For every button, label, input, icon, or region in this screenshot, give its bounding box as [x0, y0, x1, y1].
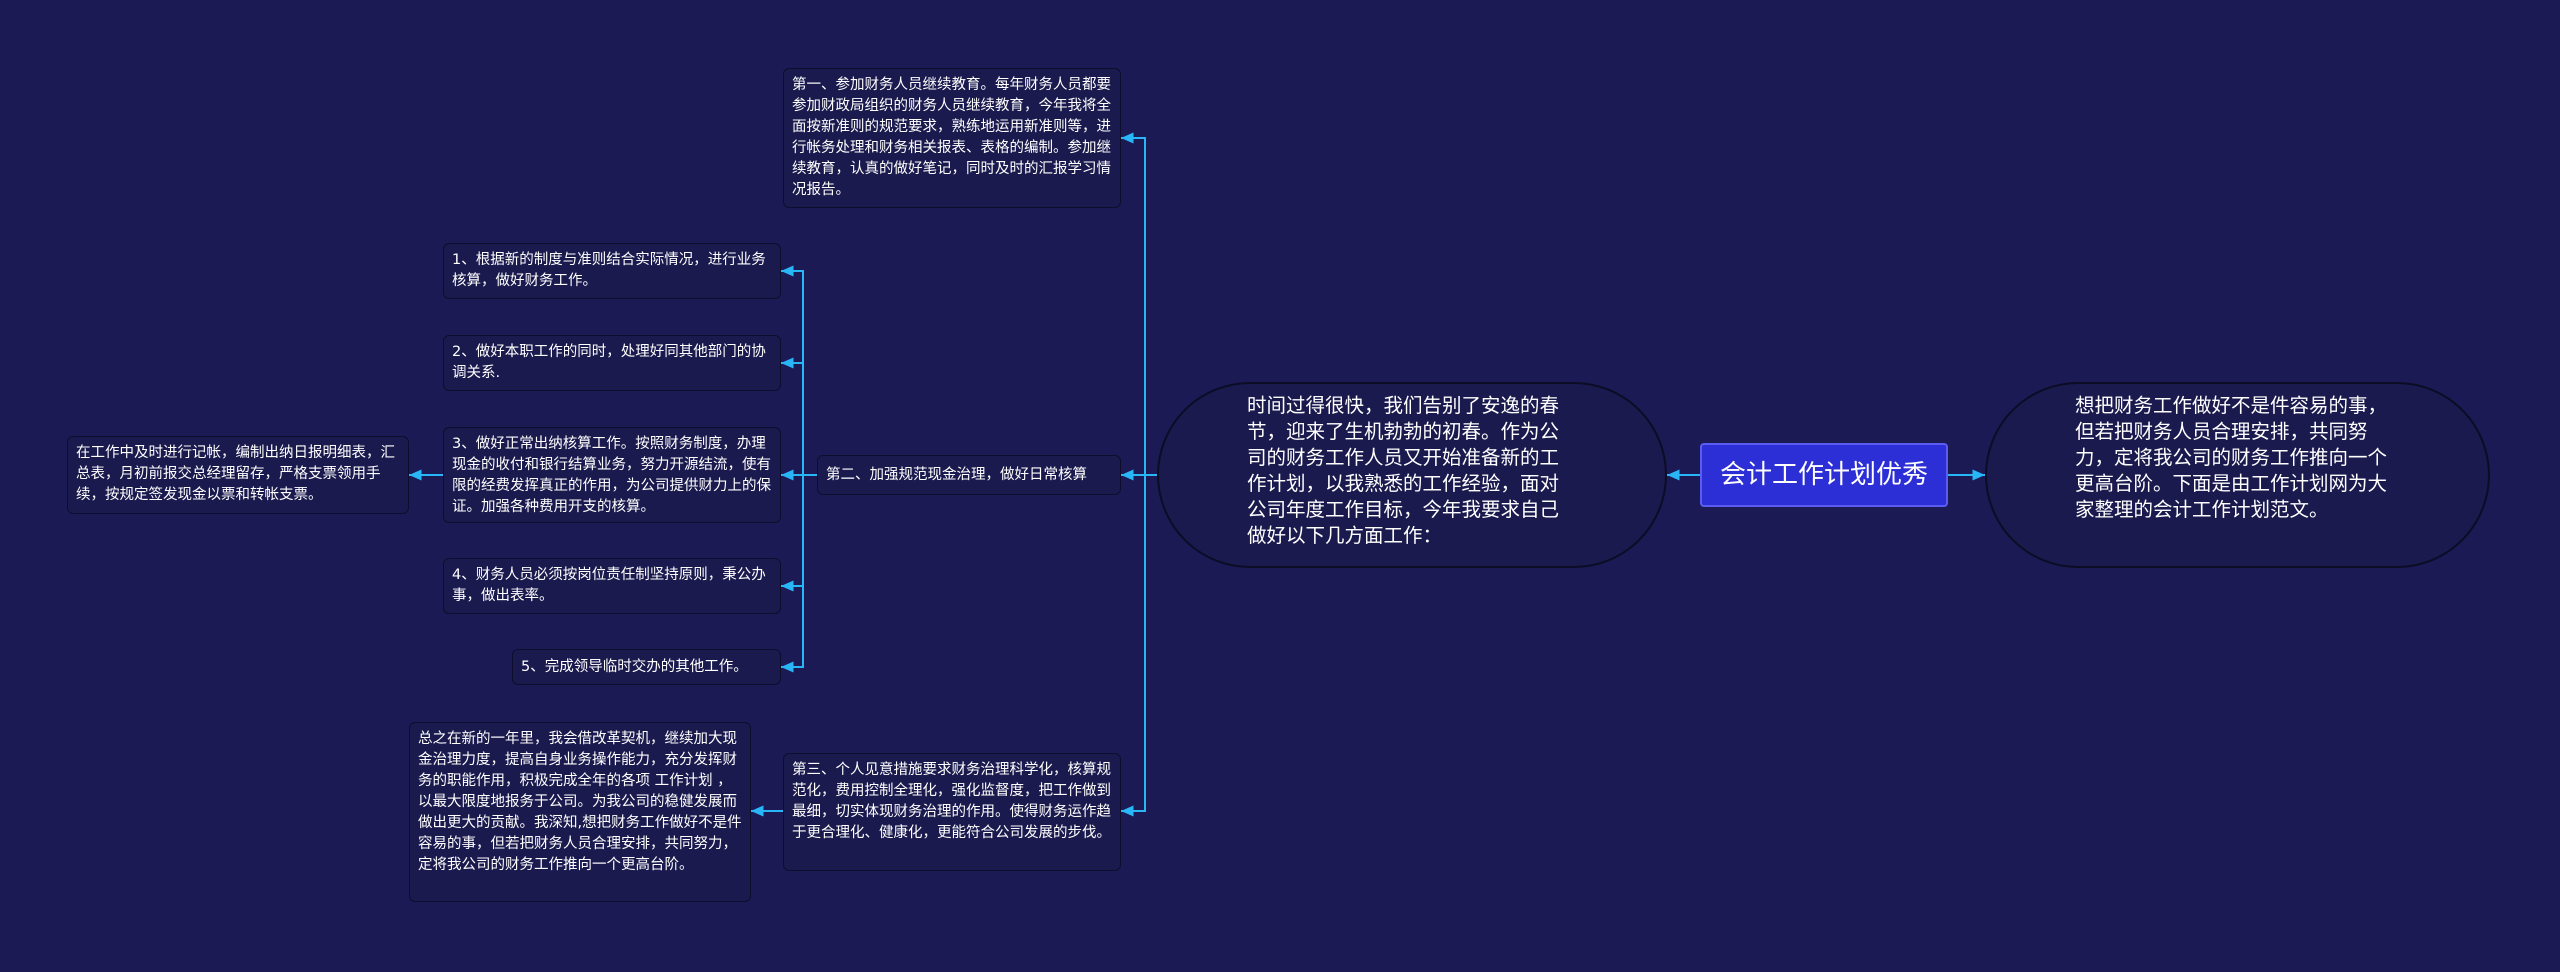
second-detail-node[interactable]: 在工作中及时进行记帐，编制出纳日报明细表，汇总表，月初前报交总经理留存，严格支票…	[67, 436, 409, 514]
second-item-5-text: 5、完成领导临时交办的其他工作。	[521, 659, 748, 675]
first-point-text: 第一、参加财务人员继续教育。每年财务人员都要参加财政局组织的财务人员继续教育，今…	[792, 77, 1111, 198]
second-item-2-text: 2、做好本职工作的同时，处理好同其他部门的协调关系.	[452, 344, 766, 381]
second-item-3-text: 3、做好正常出纳核算工作。按照财务制度，办理现金的收付和银行结算业务，努力开源结…	[452, 436, 771, 515]
second-item-5-node[interactable]: 5、完成领导临时交办的其他工作。	[512, 649, 781, 685]
right-summary-text: 想把财务工作做好不是件容易的事，但若把财务人员合理安排，共同努力，定将我公司的财…	[2075, 394, 2388, 521]
third-point-node[interactable]: 第三、个人见意措施要求财务治理科学化，核算规范化，费用控制全理化，强化监督度，把…	[783, 753, 1121, 871]
third-detail-node[interactable]: 总之在新的一年里，我会借改革契机，继续加大现金治理力度，提高自身业务操作能力，充…	[409, 722, 751, 902]
edge-second-item-4	[781, 475, 804, 592]
edge-second-item-1	[781, 265, 804, 475]
second-item-1-node[interactable]: 1、根据新的制度与准则结合实际情况，进行业务核算，做好财务工作。	[443, 243, 781, 299]
intro-node[interactable]: 时间过得很快，我们告别了安逸的春节，迎来了生机勃勃的初春。作为公司的财务工作人员…	[1157, 382, 1667, 568]
second-point-text: 第二、加强规范现金治理，做好日常核算	[826, 467, 1087, 483]
root-node[interactable]: 会计工作计划优秀	[1700, 443, 1948, 507]
intro-text: 时间过得很快，我们告别了安逸的春节，迎来了生机勃勃的初春。作为公司的财务工作人员…	[1247, 394, 1560, 547]
first-point-node[interactable]: 第一、参加财务人员继续教育。每年财务人员都要参加财政局组织的财务人员继续教育，今…	[783, 68, 1121, 208]
right-summary-node[interactable]: 想把财务工作做好不是件容易的事，但若把财务人员合理安排，共同努力，定将我公司的财…	[1985, 382, 2490, 568]
edge-second-item-5	[781, 475, 804, 673]
second-item-1-text: 1、根据新的制度与准则结合实际情况，进行业务核算，做好财务工作。	[452, 252, 766, 289]
root-label: 会计工作计划优秀	[1719, 460, 1928, 490]
second-item-2-node[interactable]: 2、做好本职工作的同时，处理好同其他部门的协调关系.	[443, 335, 781, 391]
edge-trunk-third	[1121, 475, 1146, 817]
edge-trunk-first	[1121, 132, 1146, 475]
second-point-node[interactable]: 第二、加强规范现金治理，做好日常核算	[817, 455, 1121, 495]
second-item-3-node[interactable]: 3、做好正常出纳核算工作。按照财务制度，办理现金的收付和银行结算业务，努力开源结…	[443, 427, 781, 523]
second-item-4-text: 4、财务人员必须按岗位责任制坚持原则，秉公办事，做出表率。	[452, 567, 766, 604]
third-point-text: 第三、个人见意措施要求财务治理科学化，核算规范化，费用控制全理化，强化监督度，把…	[792, 762, 1111, 841]
third-detail-text: 总之在新的一年里，我会借改革契机，继续加大现金治理力度，提高自身业务操作能力，充…	[418, 731, 742, 873]
second-detail-text: 在工作中及时进行记帐，编制出纳日报明细表，汇总表，月初前报交总经理留存，严格支票…	[76, 445, 395, 503]
edge-second-item-2	[781, 357, 804, 475]
second-item-4-node[interactable]: 4、财务人员必须按岗位责任制坚持原则，秉公办事，做出表率。	[443, 558, 781, 614]
